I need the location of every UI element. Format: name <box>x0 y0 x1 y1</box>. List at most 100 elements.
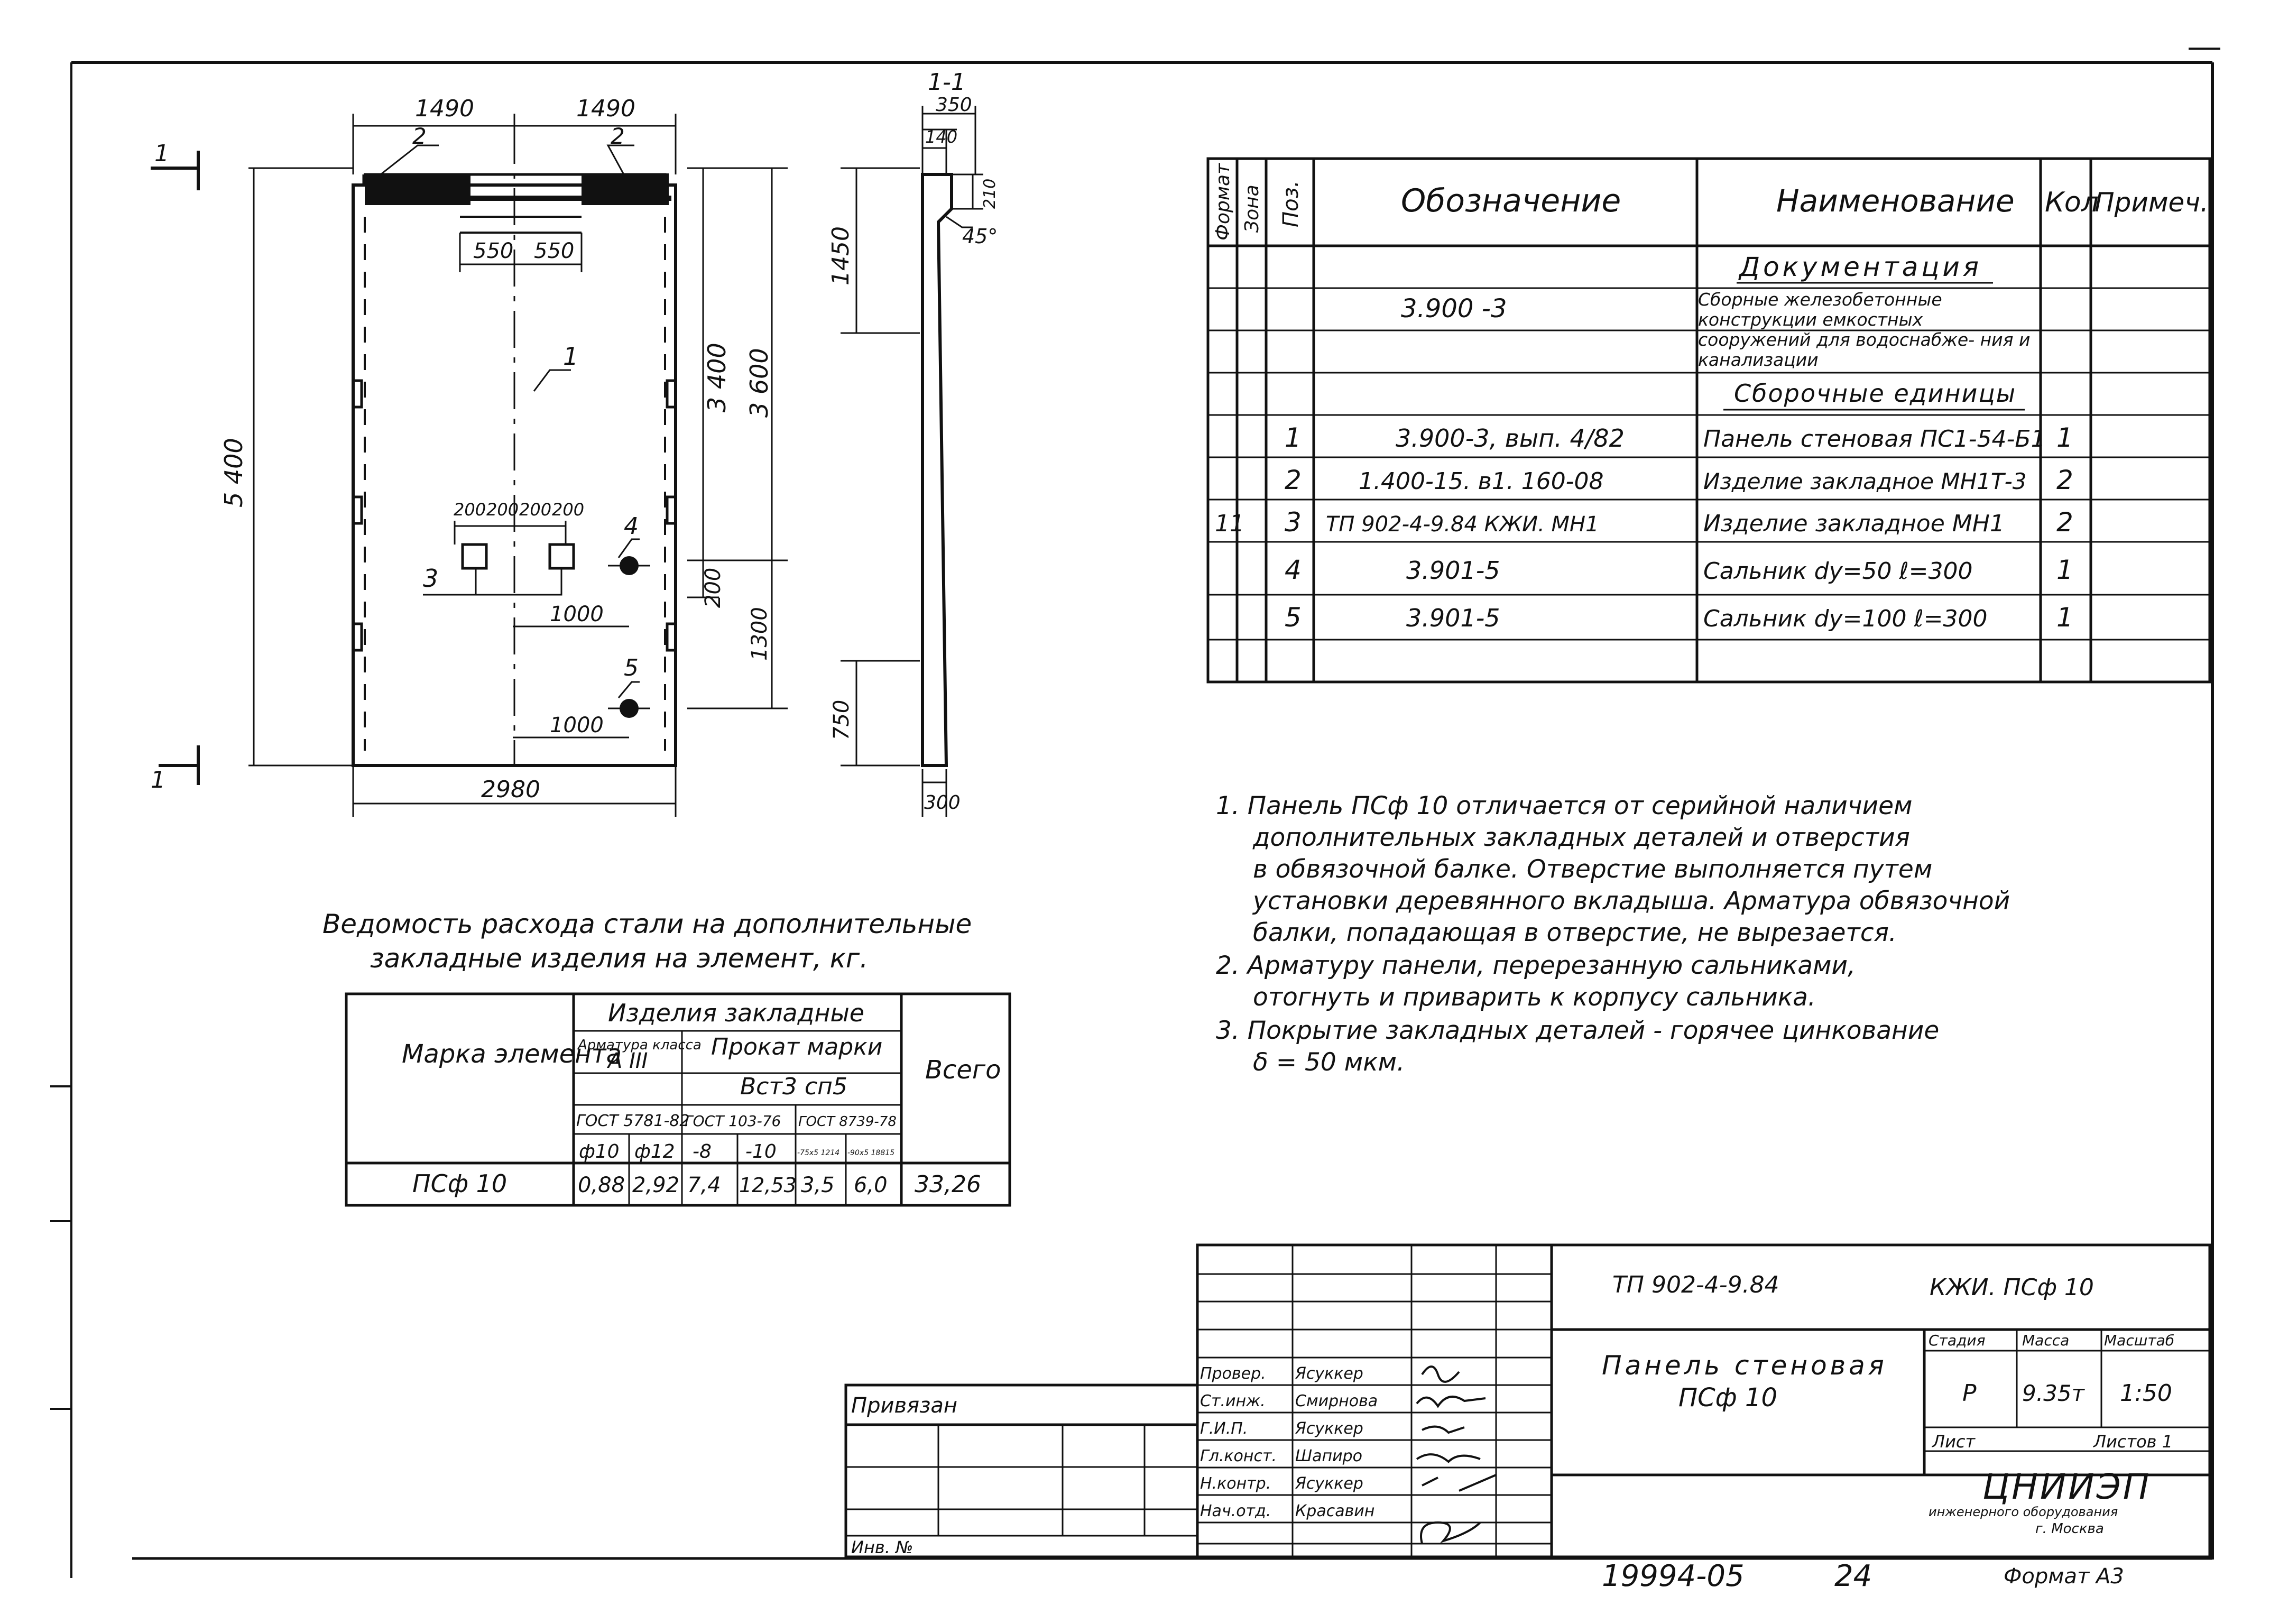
dim-200-4: 200 <box>552 500 584 520</box>
tb-name-4: Шапиро <box>1295 1447 1362 1465</box>
tb-role-6: Нач.отд. <box>1200 1502 1271 1520</box>
section-dim-210: 210 <box>981 179 999 209</box>
dim-200-1: 200 <box>454 500 486 520</box>
spec-name-2: Изделие закладное МН1Т-3 <box>1703 468 2026 494</box>
tb-doc-mark: КЖИ. ПСф 10 <box>1930 1274 2094 1301</box>
steel-val-1: 0,88 <box>578 1173 625 1197</box>
col-pos: Поз. <box>1279 180 1303 227</box>
tb-org-sub: инженерного оборудования <box>1929 1505 2118 1519</box>
col-qty: Кол <box>2045 187 2099 218</box>
elevation-dimension-text: 1490 1490 550 550 5 400 3 400 3 600 200 … <box>151 95 773 803</box>
dim-3600: 3 600 <box>745 348 773 418</box>
section-dim-750: 750 <box>829 700 854 740</box>
tb-mass: 9.35т <box>2022 1380 2086 1406</box>
steel-h-rebar: Арматура класса <box>577 1037 702 1053</box>
steel-val-2: 2,92 <box>632 1173 679 1197</box>
spec-name-line2: сооружений для водоснабже- ния и канализ… <box>1698 329 2031 370</box>
tb-name-5: Ясуккер <box>1295 1474 1363 1493</box>
spec-desig-3: ТП 902-4-9.84 КЖИ. МН1 <box>1326 512 1599 537</box>
steel-title-1: Ведомость расхода стали на дополнительны… <box>322 909 972 939</box>
section-view: 1-1 350 140 210 45° 1450 750 300 <box>827 69 999 817</box>
note-line-2: дополнительных закладных деталей и отвер… <box>1252 823 1910 852</box>
dim-2980: 2980 <box>481 776 540 803</box>
section-title: 1-1 <box>928 69 966 96</box>
tb-stage: Р <box>1962 1380 1977 1407</box>
tb-role-2: Ст.инж. <box>1200 1392 1266 1410</box>
pos-label-4: 4 <box>624 513 639 540</box>
cut-label-b: 1 <box>151 767 165 793</box>
steel-h-gost1: ГОСТ 5781-82 <box>576 1112 689 1130</box>
footer-format: Формат А3 <box>2004 1564 2124 1589</box>
steel-size-5: -75х5 1214 <box>797 1149 839 1157</box>
note-line-5: балки, попадающая в отверстие, не выреза… <box>1253 918 1897 947</box>
cut-label-a: 1 <box>154 140 169 167</box>
tb-sheet: Лист <box>1932 1432 1976 1452</box>
spec-qty-1: 1 <box>2056 422 2073 453</box>
pos-label-5: 5 <box>624 654 639 681</box>
steel-h-rolled: Прокат марки <box>711 1034 882 1060</box>
tb-title-1: Панель стеновая <box>1602 1350 1887 1381</box>
note-line-4: установки деревянного вкладыша. Арматура… <box>1252 887 2010 916</box>
tb-name-1: Ясуккер <box>1295 1364 1363 1383</box>
steel-total: 33,26 <box>915 1171 981 1198</box>
spec-qty-4: 1 <box>2056 555 2073 585</box>
tb-role-4: Гл.конст. <box>1200 1447 1277 1465</box>
dim-1000-b: 1000 <box>550 713 604 737</box>
spec-qty-3: 2 <box>2056 507 2073 538</box>
steel-table: Ведомость расхода стали на дополнительны… <box>322 909 1011 1207</box>
dim-3400: 3 400 <box>703 343 731 412</box>
steel-size-6: -90х5 18815 <box>847 1149 894 1157</box>
tb-org-city: г. Москва <box>2035 1521 2104 1537</box>
tb-inv: Инв. № <box>851 1537 913 1557</box>
col-note: Примеч. <box>2095 187 2209 218</box>
note-line-8: 3. Покрытие закладных деталей - горячее … <box>1216 1016 1939 1045</box>
specification-table: Формат Зона Поз. Обозначение Наименовани… <box>1206 157 2211 684</box>
pos-label-2a: 2 <box>412 123 427 149</box>
note-line-9: δ = 50 мкм. <box>1253 1048 1405 1077</box>
dim-550-left: 550 <box>473 239 513 263</box>
section-dim-350: 350 <box>936 94 972 116</box>
spec-desig-4: 3.901-5 <box>1406 556 1500 585</box>
tb-bound: Привязан <box>851 1394 957 1418</box>
spec-section-assemblies: Сборочные единицы <box>1734 379 2016 408</box>
spec-desig-5: 3.901-5 <box>1406 604 1500 632</box>
pos-label-2b: 2 <box>611 123 625 149</box>
section-dim-300: 300 <box>924 792 961 814</box>
tb-name-2: Смирнова <box>1295 1392 1378 1410</box>
steel-title-2: закладные изделия на элемент, кг. <box>370 943 868 974</box>
spec-name-1: Панель стеновая ПС1-54-Б1 <box>1703 426 2046 453</box>
note-line-1: 1. Панель ПСф 10 отличается от серийной … <box>1216 791 1912 820</box>
tb-h-stage: Стадия <box>1929 1332 1985 1349</box>
footer-number: 19994-05 <box>1602 1559 1745 1593</box>
footer-page: 24 <box>1834 1559 1872 1593</box>
dim-200-2: 200 <box>486 500 519 520</box>
steel-h-items: Изделия закладные <box>608 999 864 1027</box>
spec-pos-4: 4 <box>1285 555 1302 585</box>
tb-role-5: Н.контр. <box>1200 1474 1271 1493</box>
elevation-dimensions <box>151 114 788 817</box>
spec-pos-3: 3 <box>1285 507 1302 538</box>
steel-h-total: Всего <box>925 1055 1001 1085</box>
spec-section-docs: Документация <box>1738 252 1982 282</box>
dim-1000-a: 1000 <box>550 602 604 626</box>
sheet-frame <box>70 48 2220 1578</box>
steel-h-gost3: ГОСТ 8739-78 <box>798 1114 897 1130</box>
dim-5400: 5 400 <box>219 438 248 508</box>
tb-h-mass: Масса <box>2022 1332 2069 1349</box>
notes-block: 1. Панель ПСф 10 отличается от серийной … <box>1216 791 2010 1077</box>
tb-role-3: Г.И.П. <box>1200 1419 1248 1438</box>
dim-200: 200 <box>701 568 725 608</box>
tb-h-scale: Масштаб <box>2104 1332 2174 1349</box>
steel-h-class: А III <box>606 1049 648 1073</box>
dim-200-3: 200 <box>519 500 551 520</box>
pos-label-1: 1 <box>563 342 578 371</box>
spec-name-4: Сальник dy=50 ℓ=300 <box>1703 558 1973 585</box>
spec-name-line1: Сборные железобетонные конструкции емкос… <box>1698 290 1942 330</box>
col-zone: Зона <box>1241 184 1263 233</box>
spec-pos-2: 2 <box>1285 465 1302 495</box>
col-name: Наименование <box>1776 183 2015 219</box>
spec-pos-5: 5 <box>1285 602 1302 633</box>
margin-ticks <box>50 1085 71 1410</box>
steel-size-3: -8 <box>693 1141 712 1162</box>
